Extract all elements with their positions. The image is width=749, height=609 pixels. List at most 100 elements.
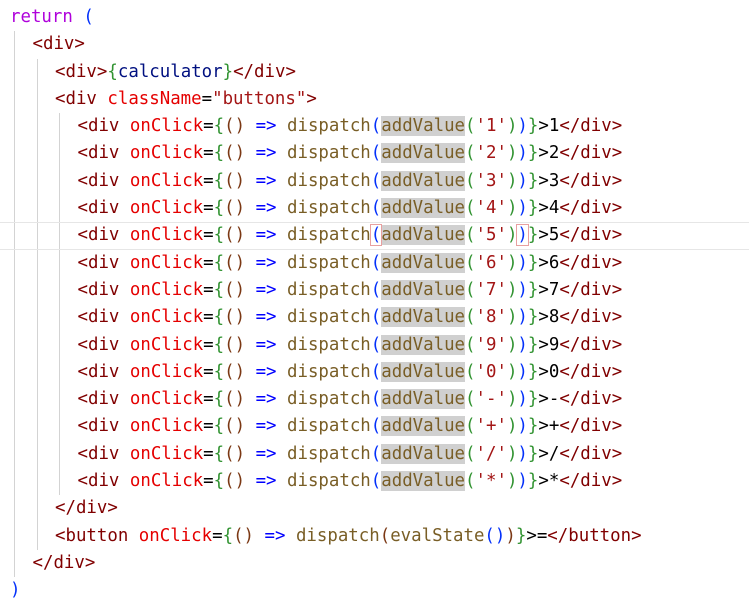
indent-guide — [36, 140, 38, 168]
code-token: ( — [370, 279, 382, 300]
code-token: => — [255, 471, 277, 492]
code-token: </div> — [559, 389, 623, 410]
indent-guide — [36, 58, 38, 86]
code-token: onClick — [129, 334, 204, 355]
code-token: div — [65, 61, 97, 82]
code-token: >2 — [538, 143, 560, 164]
code-text: <div onClick={() => dispatch(addValue('-… — [78, 386, 623, 413]
code-line[interactable]: <div onClick={() => dispatch(addValue('5… — [0, 222, 749, 250]
code-token: <div — [77, 334, 120, 355]
code-line[interactable]: <div className="buttons"> — [0, 85, 749, 114]
code-line[interactable]: <div onClick={() => dispatch(addValue('7… — [0, 276, 749, 305]
code-token — [245, 253, 255, 273]
code-line[interactable]: <div onClick={() => dispatch(addValue('-… — [0, 386, 749, 414]
code-token: < — [55, 525, 66, 546]
code-token: '8' — [475, 307, 507, 328]
code-token: <div — [77, 443, 120, 464]
code-line[interactable]: <div> — [0, 31, 749, 59]
code-line[interactable]: <div onClick={() => dispatch(addValue('/… — [0, 440, 749, 469]
code-token: { — [213, 252, 225, 273]
code-token: ) — [517, 443, 528, 464]
code-line[interactable]: <div onClick={() => dispatch(addValue('8… — [0, 304, 749, 332]
code-token: => — [255, 279, 277, 300]
code-token: ( — [370, 198, 382, 219]
code-line[interactable]: <div onClick={() => dispatch(addValue('1… — [0, 113, 749, 141]
indent-guide — [36, 85, 38, 114]
code-line[interactable]: <div onClick={() => dispatch(addValue('3… — [0, 167, 749, 196]
code-token: ( — [370, 443, 382, 464]
code-token — [119, 171, 129, 191]
code-line[interactable]: <div onClick={() => dispatch(addValue('2… — [0, 140, 749, 168]
code-token: onClick — [129, 252, 204, 273]
code-token: = — [203, 334, 214, 355]
code-line[interactable]: <div onClick={() => dispatch(addValue('0… — [0, 358, 749, 387]
code-text: </div> — [55, 495, 118, 522]
indent-guide — [36, 495, 38, 523]
code-line[interactable]: <div onClick={() => dispatch(addValue('+… — [0, 413, 749, 441]
code-token: '6' — [475, 252, 507, 273]
code-token: ) — [517, 198, 528, 219]
code-token — [245, 307, 255, 327]
indent-guide — [14, 58, 15, 86]
code-token: dispatch — [287, 198, 371, 219]
code-token: () — [224, 443, 246, 464]
code-token: > — [306, 88, 317, 109]
code-line[interactable]: ) — [0, 577, 749, 604]
code-token: onClick — [129, 143, 204, 164]
indent-guide — [59, 167, 60, 196]
code-token: <div — [77, 143, 120, 164]
code-text: <div className="buttons"> — [55, 86, 317, 113]
indent-guide — [36, 113, 38, 141]
code-token: = — [203, 252, 214, 273]
code-token: { — [213, 225, 225, 246]
code-token — [119, 335, 129, 355]
code-token: dispatch — [287, 143, 371, 164]
code-token: ) — [10, 580, 21, 601]
code-token: >= — [526, 525, 548, 546]
indent-guide — [59, 413, 60, 441]
code-token: { — [213, 198, 225, 219]
code-token — [277, 416, 287, 436]
code-line[interactable]: <div onClick={() => dispatch(addValue('6… — [0, 249, 749, 277]
code-line[interactable]: </div> — [0, 495, 749, 523]
code-token: => — [255, 143, 277, 164]
code-line[interactable]: <div onClick={() => dispatch(addValue('*… — [0, 468, 749, 496]
code-token: { — [213, 471, 225, 492]
code-token: ) — [517, 143, 528, 164]
code-token: () — [224, 252, 246, 273]
code-line[interactable]: <button onClick={() => dispatch(evalStat… — [0, 522, 749, 550]
code-token: "buttons" — [212, 88, 307, 109]
code-text: <button onClick={() => dispatch(evalStat… — [55, 523, 642, 550]
code-token: } — [527, 143, 539, 164]
code-token: ) — [506, 279, 518, 300]
code-token — [119, 307, 129, 327]
code-token: </div> — [559, 471, 623, 492]
code-token: div — [42, 34, 75, 55]
code-line[interactable]: <div onClick={() => dispatch(addValue('9… — [0, 331, 749, 359]
code-line[interactable]: return ( — [0, 4, 749, 31]
indent-guide — [36, 195, 38, 223]
code-token: onClick — [129, 170, 204, 191]
code-token: => — [255, 389, 277, 410]
code-token: dispatch — [287, 307, 371, 328]
code-token: onClick — [129, 225, 204, 246]
code-line[interactable]: <div onClick={() => dispatch(addValue('4… — [0, 195, 749, 223]
code-line[interactable]: <div>{calculator}</div> — [0, 58, 749, 86]
code-token — [277, 362, 287, 382]
indent-guide — [14, 468, 15, 496]
code-token — [119, 471, 129, 491]
code-editor[interactable]: return (<div><div>{calculator}</div><div… — [0, 4, 749, 605]
code-token: => — [255, 334, 277, 355]
code-token: ( — [465, 170, 476, 191]
code-token: ) — [517, 116, 528, 137]
indent-guide — [36, 331, 38, 359]
code-token: > — [74, 34, 85, 55]
code-token: <div — [77, 116, 120, 137]
code-line[interactable]: </div> — [0, 549, 749, 578]
code-token: ( — [370, 252, 382, 273]
code-token — [285, 526, 295, 546]
indent-guide — [59, 304, 60, 332]
code-token: dispatch — [287, 334, 371, 355]
indent-guide — [59, 468, 60, 496]
code-text: <div onClick={() => dispatch(addValue('4… — [78, 195, 622, 222]
